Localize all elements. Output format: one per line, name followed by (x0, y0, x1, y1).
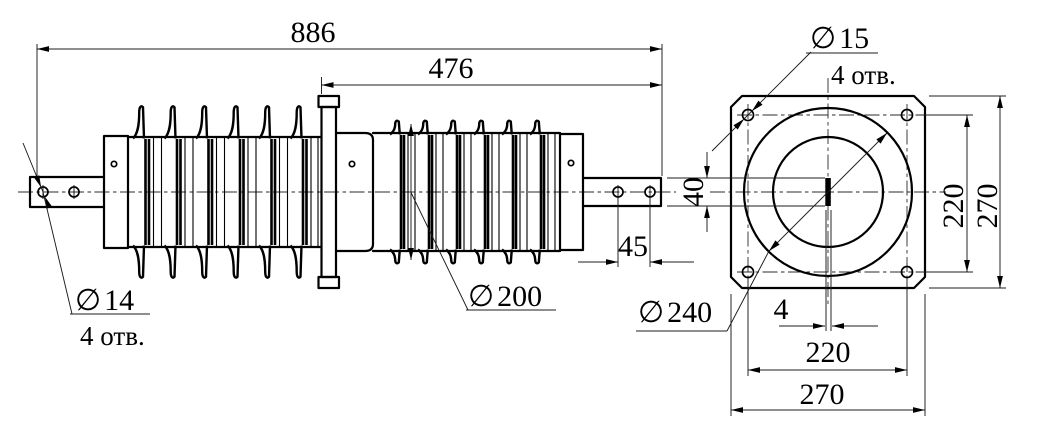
callout-d240: ∅240 (638, 296, 712, 329)
big-shed-joints (152, 137, 319, 247)
callout-d15-holes: 4 отв. (831, 60, 896, 90)
cylinder-pin (348, 160, 356, 168)
dim-blade-4: 4 (774, 293, 789, 326)
dim-flange-length: 476 (429, 52, 474, 85)
hole-row-line (737, 114, 918, 273)
dim-hole-spacing-v-220: 220 (937, 184, 970, 229)
left-end-cap (102, 134, 130, 250)
flange-square (729, 94, 927, 290)
big-shed-ribs (144, 139, 308, 245)
flange-top-cap (317, 94, 341, 109)
right-cap-pin (567, 159, 575, 167)
dimension-lines (22, 44, 1006, 416)
dimension-labels: 886 476 45 40 ∅14 4 отв. ∅200 ∅15 4 отв.… (75, 16, 1004, 411)
mount-hole (900, 265, 914, 279)
dim-flange-height-270: 270 (971, 184, 1004, 229)
dim-hole-spacing-45: 45 (618, 230, 648, 263)
callout-d200: ∅200 (468, 280, 542, 313)
left-cap-pin (110, 160, 118, 168)
small-shed-joints (407, 133, 556, 251)
big-fins-bottom (131, 244, 303, 279)
side-view (18, 94, 676, 290)
inner-shed-circle (771, 135, 885, 249)
dim-overall-length: 886 (291, 16, 336, 49)
right-end-cap (558, 132, 585, 252)
left-terminal-bar (28, 175, 106, 209)
mount-hole (741, 265, 755, 279)
outer-shed-circle (742, 106, 914, 278)
right-terminal-bar (581, 176, 663, 208)
small-shed-ribs (399, 135, 546, 249)
small-shed-core (371, 131, 562, 253)
dimension-arrowheads (33, 46, 1003, 413)
hole-column-line (747, 104, 908, 283)
callout-d15: ∅15 (810, 22, 869, 55)
dim-hole-spacing-h-220: 220 (806, 336, 851, 369)
mount-hole (741, 108, 755, 122)
center-cylinder (334, 131, 375, 253)
dim-bar-height-40: 40 (677, 177, 710, 207)
big-fins-top (131, 105, 303, 140)
callout-d14-holes: 4 отв. (80, 321, 145, 351)
mount-hole (900, 108, 914, 122)
callout-d14: ∅14 (75, 284, 134, 317)
flange-bottom-cap (317, 275, 341, 290)
dim-flange-width-270: 270 (800, 378, 845, 411)
